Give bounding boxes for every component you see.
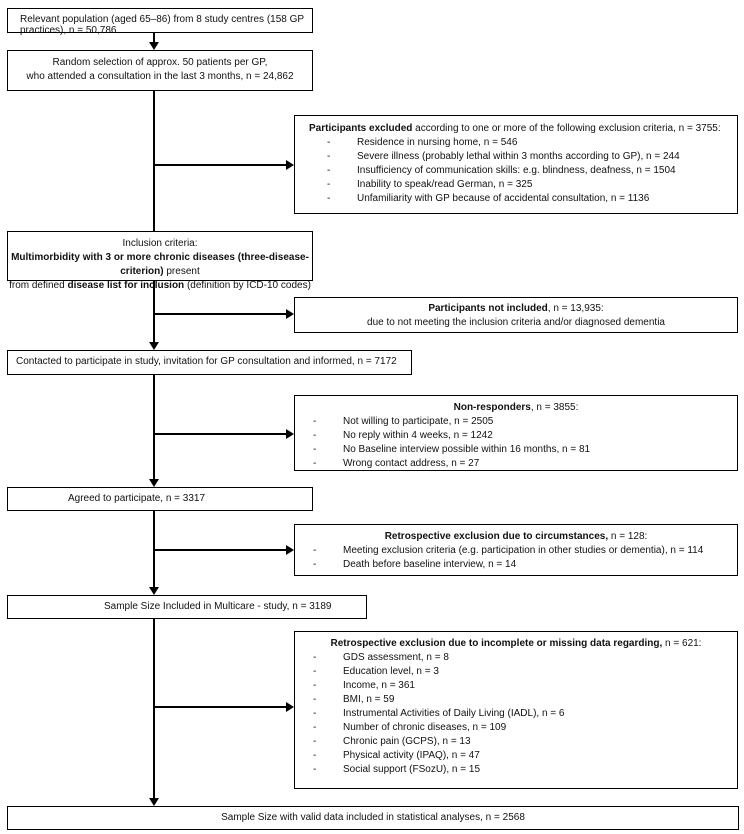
retro-missing-list: GDS assessment, n = 8 Education level, n… — [295, 651, 737, 777]
box-random-selection-line2: who attended a consultation in the last … — [26, 71, 294, 82]
retro-circ-title-rest: n = 128: — [608, 531, 648, 542]
arrow-down-icon — [149, 587, 159, 595]
list-item: Social support (FSozU), n = 15 — [295, 763, 737, 777]
box-sample-size-included-text: Sample Size Included in Multicare - stud… — [104, 601, 332, 612]
arrow-down-icon — [149, 42, 159, 50]
inclusion-line1: Inclusion criteria: — [122, 238, 198, 249]
retro-circ-title-bold: Retrospective exclusion due to circumsta… — [384, 531, 609, 542]
retro-missing-title: Retrospective exclusion due to incomplet… — [295, 637, 737, 651]
box-contacted: Contacted to participate in study, invit… — [7, 350, 412, 375]
inclusion-line3-pre: from defined — [9, 280, 68, 291]
list-item: Not willing to participate, n = 2505 — [295, 415, 737, 429]
list-item: Insufficiency of communication skills: e… — [309, 164, 737, 178]
box-final-sample: Sample Size with valid data included in … — [7, 806, 739, 830]
arrow-right-icon — [286, 545, 294, 555]
list-item: Meeting exclusion criteria (e.g. partici… — [295, 544, 737, 558]
excluded-title-rest: according to one or more of the followin… — [412, 123, 721, 134]
arrow-down-icon — [149, 342, 159, 350]
box-agreed: Agreed to participate, n = 3317 — [7, 487, 313, 511]
not-included-title-bold: Participants not included — [428, 303, 548, 314]
list-item: Inability to speak/read German, n = 325 — [309, 178, 737, 192]
arrow-right-icon — [286, 702, 294, 712]
box-inclusion-criteria: Inclusion criteria: Multimorbidity with … — [7, 231, 313, 291]
list-item: Wrong contact address, n = 27 — [295, 457, 737, 471]
box-final-sample-text: Sample Size with valid data included in … — [221, 812, 525, 823]
arrow-right-icon — [286, 160, 294, 170]
non-responders-title: Non-responders, n = 3855: — [295, 401, 737, 415]
box-contacted-text: Contacted to participate in study, invit… — [16, 356, 397, 367]
list-item: Physical activity (IPAQ), n = 47 — [295, 749, 737, 763]
connector-6 — [153, 619, 155, 798]
list-item: Death before baseline interview, n = 14 — [295, 558, 737, 572]
connector-2 — [153, 91, 155, 231]
box-random-selection-line1: Random selection of approx. 50 patients … — [52, 57, 268, 68]
retro-missing-title-bold: Retrospective exclusion due to incomplet… — [330, 638, 663, 649]
branch-3 — [155, 433, 286, 435]
list-item: No reply within 4 weeks, n = 1242 — [295, 429, 737, 443]
list-item: Chronic pain (GCPS), n = 13 — [295, 735, 737, 749]
excluded-list: Residence in nursing home, n = 546 Sever… — [309, 136, 737, 206]
inclusion-line3: from defined disease list for inclusion … — [8, 279, 312, 293]
inclusion-line3-rest: (definition by ICD-10 codes) — [184, 280, 311, 291]
list-item: Unfamiliarity with GP because of acciden… — [309, 192, 737, 206]
connector-3 — [153, 281, 155, 342]
box-random-selection: Random selection of approx. 50 patients … — [7, 50, 313, 91]
inclusion-line2-rest: present — [163, 266, 200, 277]
box-relevant-population-text: Relevant population (aged 65–86) from 8 … — [20, 14, 304, 36]
arrow-right-icon — [286, 309, 294, 319]
branch-1 — [155, 164, 286, 166]
branch-2 — [155, 313, 286, 315]
box-sample-size-included: Sample Size Included in Multicare - stud… — [7, 595, 367, 619]
list-item: Income, n = 361 — [295, 679, 737, 693]
excluded-title-bold: Participants excluded — [309, 123, 413, 134]
arrow-right-icon — [286, 429, 294, 439]
branch-4 — [155, 549, 286, 551]
retro-circ-title: Retrospective exclusion due to circumsta… — [295, 530, 737, 544]
box-retrospective-missing-data: Retrospective exclusion due to incomplet… — [294, 631, 738, 789]
box-relevant-population: Relevant population (aged 65–86) from 8 … — [7, 8, 313, 36]
list-item: Residence in nursing home, n = 546 — [309, 136, 737, 150]
box-agreed-text: Agreed to participate, n = 3317 — [68, 493, 206, 504]
excluded-title: Participants excluded according to one o… — [309, 122, 737, 136]
box-participants-excluded: Participants excluded according to one o… — [294, 115, 738, 214]
list-item: Severe illness (probably lethal within 3… — [309, 150, 737, 164]
not-included-title: Participants not included, n = 13,935: — [295, 302, 737, 316]
arrow-down-icon — [149, 479, 159, 487]
list-item: Instrumental Activities of Daily Living … — [295, 707, 737, 721]
connector-4 — [153, 375, 155, 479]
not-included-title-rest: , n = 13,935: — [547, 303, 604, 314]
inclusion-line2-bold: Multimorbidity with 3 or more chronic di… — [11, 252, 309, 277]
non-responders-list: Not willing to participate, n = 2505 No … — [295, 415, 737, 471]
connector-1 — [153, 33, 155, 42]
list-item: No Baseline interview possible within 16… — [295, 443, 737, 457]
retro-missing-title-rest: n = 621: — [662, 638, 702, 649]
box-non-responders: Non-responders, n = 3855: Not willing to… — [294, 395, 738, 471]
retro-circ-list: Meeting exclusion criteria (e.g. partici… — [295, 544, 737, 572]
list-item: Number of chronic diseases, n = 109 — [295, 721, 737, 735]
branch-5 — [155, 706, 286, 708]
list-item: Education level, n = 3 — [295, 665, 737, 679]
inclusion-line2: Multimorbidity with 3 or more chronic di… — [8, 251, 312, 279]
inclusion-line3-bold: disease list for inclusion — [67, 280, 185, 291]
arrow-down-icon — [149, 798, 159, 806]
connector-5 — [153, 511, 155, 587]
non-responders-title-bold: Non-responders — [453, 402, 531, 413]
box-retrospective-circumstances: Retrospective exclusion due to circumsta… — [294, 524, 738, 576]
box-not-included: Participants not included, n = 13,935: d… — [294, 297, 738, 333]
not-included-line2: due to not meeting the inclusion criteri… — [367, 317, 665, 328]
list-item: BMI, n = 59 — [295, 693, 737, 707]
non-responders-title-rest: , n = 3855: — [530, 402, 579, 413]
list-item: GDS assessment, n = 8 — [295, 651, 737, 665]
